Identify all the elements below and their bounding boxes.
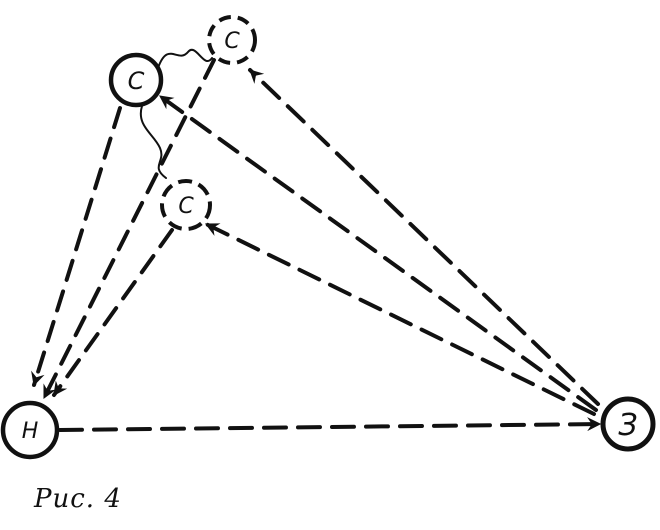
arrow-z-to-c-top-left bbox=[158, 94, 598, 412]
node-label: С bbox=[178, 194, 194, 219]
connector-c-top-left-to-c-top-right bbox=[157, 48, 213, 69]
arrow-z-to-c-top-right bbox=[248, 68, 600, 406]
node-label: З bbox=[618, 408, 637, 443]
node-label: Н bbox=[22, 419, 39, 444]
arrow-c-middle-to-n bbox=[52, 228, 174, 397]
figure-caption: Рис. 4 bbox=[34, 484, 122, 514]
node-c-top-right: С bbox=[207, 15, 257, 65]
node-c-top-left: С bbox=[108, 52, 164, 108]
node-z: З bbox=[600, 396, 656, 452]
node-label: С bbox=[224, 29, 240, 54]
node-c-middle: С bbox=[160, 179, 212, 231]
arrow-c-top-left-to-n bbox=[31, 106, 122, 387]
arrow-c-top-right-to-n bbox=[42, 58, 216, 400]
arrow-z-to-c-middle bbox=[204, 222, 596, 416]
node-n: Н bbox=[0, 400, 60, 460]
node-label: С bbox=[128, 67, 145, 95]
arrow-n-to-z bbox=[58, 417, 602, 432]
connector-c-top-left-to-c-middle bbox=[139, 105, 167, 179]
